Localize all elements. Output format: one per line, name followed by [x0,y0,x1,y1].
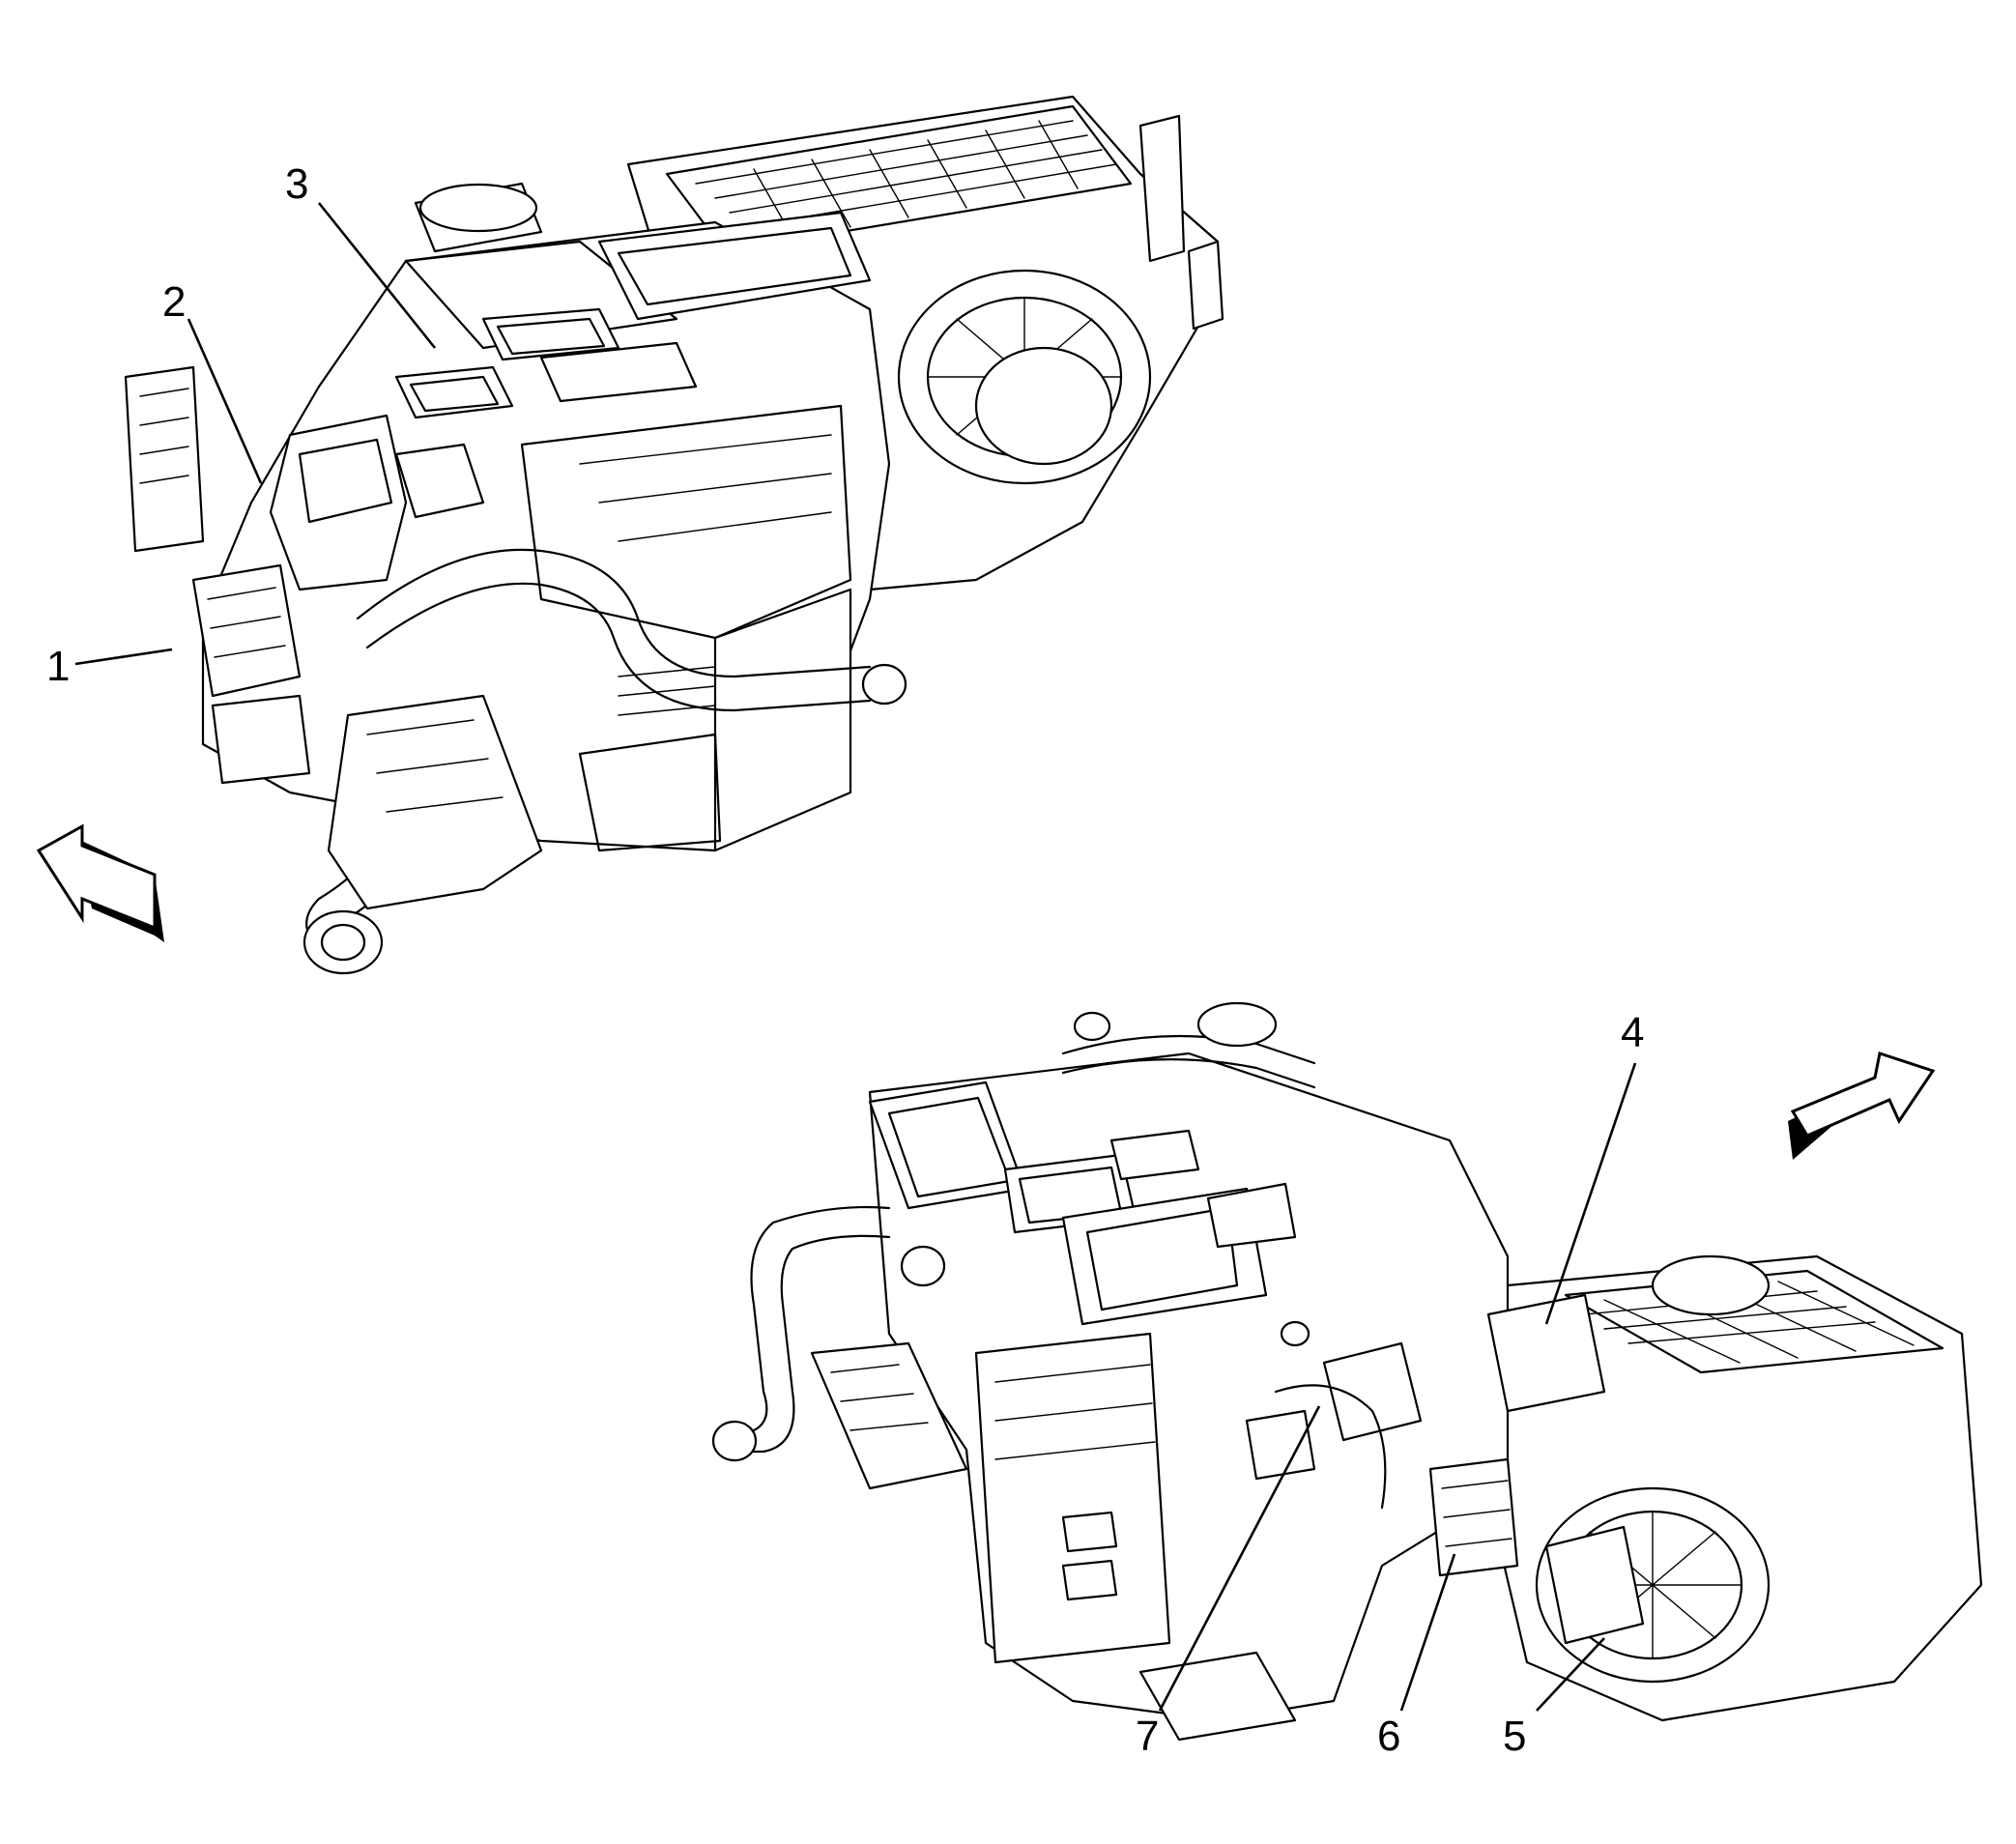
svg-text:2: 2 [162,278,186,326]
lower-duct-outlets [868,1080,1297,1326]
callout-3: 3 [285,160,437,349]
upper-floor-duct [327,694,543,910]
callout-1: 1 [46,643,173,690]
callout-2: 2 [162,278,263,484]
lower-blower-housing [1486,1254,1983,1722]
upper-main-case [201,182,891,852]
svg-text:4: 4 [1621,1009,1644,1056]
svg-text:7: 7 [1136,1713,1159,1760]
upper-actuators [124,365,485,785]
callout-5: 5 [1503,1637,1605,1760]
upper-heater-hoses [302,548,907,975]
svg-text:1: 1 [46,643,70,690]
svg-text:6: 6 [1377,1713,1400,1760]
callouts: 1 2 3 4 5 6 7 [46,160,1644,1760]
upper-hvac-assembly [36,95,1224,975]
upper-view-arrow [36,823,164,942]
callout-7: 7 [1136,1405,1321,1760]
lower-heater-hoses [711,1205,968,1490]
callout-6: 6 [1377,1553,1456,1760]
callout-4: 4 [1544,1009,1644,1325]
lower-actuators [1245,1293,1606,1577]
lower-hvac-assembly [711,1001,1983,1742]
svg-text:3: 3 [285,160,308,208]
svg-text:5: 5 [1503,1713,1526,1760]
lower-view-arrow [1788,1052,1936,1160]
lower-top-pipes [1061,1001,1316,1089]
